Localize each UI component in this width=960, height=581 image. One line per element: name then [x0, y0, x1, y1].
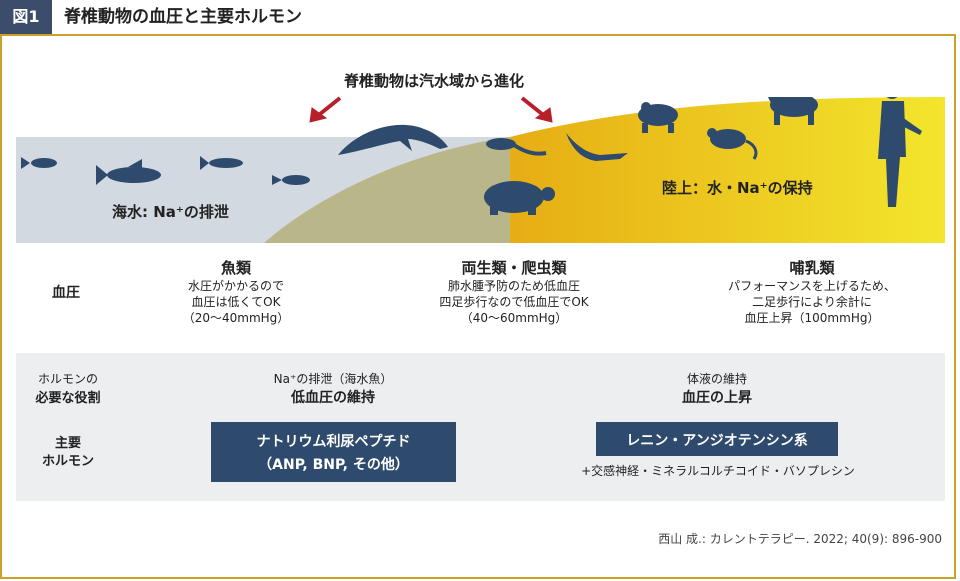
group-line: （40〜60mmHg） — [460, 311, 568, 325]
evolution-scene: 海水: Na⁺の排泄 陸上：水・Na⁺の保持 — [16, 97, 945, 243]
turtle-icon — [484, 181, 555, 215]
box-line2: （ANP, BNP, その他） — [258, 457, 409, 473]
lizard-icon — [566, 133, 628, 161]
group-name: 哺乳類 — [789, 259, 835, 277]
mouse-icon — [707, 128, 758, 160]
box-line1: ナトリウム利尿ペプチド — [256, 434, 411, 450]
fish-icon — [96, 159, 161, 185]
arrow-to-sea-head — [309, 107, 328, 123]
land-label: 陸上：水・Na⁺の保持 — [662, 179, 813, 197]
dolphin-icon — [338, 124, 448, 155]
group-line: 血圧上昇（100mmHg） — [744, 311, 880, 325]
group-name: 魚類 — [220, 259, 252, 277]
group-line: 四足歩行なので低血圧でOK — [439, 295, 589, 309]
human-icon — [878, 97, 922, 207]
group-line: 二足歩行により余計に — [752, 295, 872, 309]
box-line1: レニン・アンジオテンシン系 — [626, 433, 808, 449]
figure-header: 図1 脊椎動物の血圧と主要ホルモン — [0, 0, 960, 34]
arrow-to-land-head — [534, 107, 553, 123]
fish-icon — [272, 175, 310, 185]
right-note: +交感神経・ミネラルコルチコイド・バソプレシン — [581, 464, 855, 478]
group-line: 水圧がかかるので — [187, 279, 285, 293]
source-citation: 西山 成.: カレントテラピー. 2022; 40(9): 896-900 — [658, 532, 942, 546]
main-hormone-label-line1: 主要 — [54, 436, 82, 451]
figure-number: 図1 — [0, 0, 52, 34]
bp-row-label: 血圧 — [52, 285, 80, 301]
main-hormone-label-line2: ホルモン — [41, 454, 95, 469]
figure-title: 脊椎動物の血圧と主要ホルモン — [64, 7, 302, 27]
natriuretic-peptide-box: ナトリウム利尿ペプチド （ANP, BNP, その他） — [211, 422, 456, 482]
left-role-small: Na⁺の排泄（海水魚） — [273, 372, 393, 386]
arrow-to-sea — [318, 96, 342, 116]
role-label-line1: ホルモンの — [37, 372, 99, 386]
monkey-icon — [768, 97, 818, 125]
role-label-line2: 必要な役割 — [35, 391, 101, 406]
brackish-slope — [264, 137, 510, 243]
group-line: 肺水腫予防のため低血圧 — [447, 279, 581, 293]
group-line: （20〜40mmHg） — [182, 311, 290, 325]
animals-layer — [21, 97, 922, 215]
salamander-icon — [486, 138, 547, 156]
scene-background — [16, 97, 945, 243]
group-name: 両生類・爬虫類 — [461, 259, 567, 277]
sea-label: 海水: Na⁺の排泄 — [112, 203, 229, 221]
left-role-bold: 低血圧の維持 — [291, 390, 375, 406]
fish-icon — [21, 157, 57, 169]
land-area — [510, 97, 945, 243]
group-line: 血圧は低くてOK — [191, 295, 281, 309]
right-role-bold: 血圧の上昇 — [682, 390, 752, 406]
fish-icon — [200, 156, 243, 170]
evolution-note: 脊椎動物は汽水域から進化 — [343, 72, 525, 90]
frog-icon — [638, 102, 678, 133]
figure-frame — [0, 34, 956, 579]
renin-angiotensin-box: レニン・アンジオテンシン系 — [596, 422, 838, 456]
arrow-to-land — [520, 96, 544, 116]
group-line: パフォーマンスを上げるため、 — [728, 279, 896, 293]
evolution-arrows — [309, 96, 553, 123]
right-role-small: 体液の維持 — [686, 372, 748, 386]
